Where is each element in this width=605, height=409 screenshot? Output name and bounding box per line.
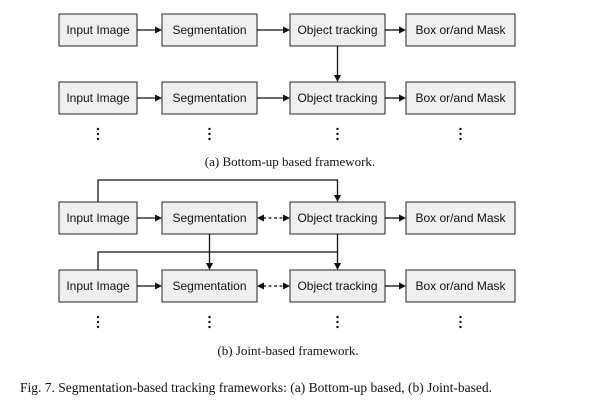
b-row2-arrowhead-3 — [399, 282, 406, 290]
a-row2-box-mask-box — [405, 81, 516, 115]
b-row2-input-image-label: Input Image — [66, 279, 130, 293]
b-row1-arrowhead-1 — [155, 214, 162, 222]
b-row2-dashed-arrowhead-right — [283, 282, 290, 290]
b-row1-dashed-arrowhead-right — [283, 214, 290, 222]
a-row1-segmentation-box — [161, 13, 258, 47]
a-row1-input-image-box — [58, 13, 138, 47]
b-row2-segmentation-label: Segmentation — [172, 279, 246, 293]
b-row2-box-mask-box — [405, 269, 516, 303]
a-row1-arrowhead-2 — [283, 26, 290, 34]
b-row1-object-tracking-box — [289, 201, 386, 235]
caption-a: (a) Bottom-up based framework. — [205, 154, 375, 169]
caption-b: (b) Joint-based framework. — [217, 343, 358, 358]
b-row1-object-tracking-label: Object tracking — [297, 211, 377, 225]
a-row2-input-image-label: Input Image — [66, 91, 130, 105]
a-row2-arrowhead-2 — [283, 94, 290, 102]
a-row2-object-tracking-label: Object tracking — [297, 91, 377, 105]
b-row2-segmentation-box — [161, 269, 258, 303]
a-row1-segmentation-label: Segmentation — [172, 23, 246, 37]
b-row1-arrowhead-3 — [399, 214, 406, 222]
a-row1-input-image-label: Input Image — [66, 23, 130, 37]
b-row1-dashed-arrowhead-left — [257, 214, 264, 222]
a-row1-arrowhead-1 — [155, 26, 162, 34]
a-row2-segmentation-label: Segmentation — [172, 91, 246, 105]
panel-a: Input Image Segmentation Object tracking… — [58, 13, 516, 169]
b-row1-segmentation-label: Segmentation — [172, 211, 246, 225]
a-vertical-arrowhead — [334, 75, 341, 82]
b-row2-input-image-box — [58, 269, 138, 303]
b-row2-object-tracking-box — [289, 269, 386, 303]
b-segmentation-vertical-arrowhead — [206, 263, 213, 270]
b-row2-box-mask-label: Box or/and Mask — [415, 279, 506, 293]
b-row1-box-mask-label: Box or/and Mask — [415, 211, 506, 225]
b-row1-input-image-box — [58, 201, 138, 235]
a-row1-arrowhead-3 — [399, 26, 406, 34]
b-row2-arrowhead-1 — [155, 282, 162, 290]
b-continuation-dots — [96, 315, 462, 329]
figure-caption: Fig. 7. Segmentation-based tracking fram… — [20, 380, 492, 395]
b-row1-input-image-label: Input Image — [66, 211, 130, 225]
a-row1-object-tracking-label: Object tracking — [297, 23, 377, 37]
b-row1-bypass-arrowhead — [334, 195, 341, 202]
a-continuation-dots — [96, 127, 462, 141]
a-row1-box-mask-box — [405, 13, 516, 47]
a-row2-arrowhead-1 — [155, 94, 162, 102]
b-row2-object-tracking-label: Object tracking — [297, 279, 377, 293]
b-row2-dashed-arrowhead-left — [257, 282, 264, 290]
b-row1-bypass-connector — [97, 179, 339, 202]
a-row2-arrowhead-3 — [399, 94, 406, 102]
a-row1-object-tracking-box — [289, 13, 386, 47]
a-row1-box-mask-label: Box or/and Mask — [415, 23, 506, 37]
b-tracking-vertical-arrowhead — [334, 263, 341, 270]
panel-b: Input Image Segmentation Object tracking… — [58, 179, 516, 358]
b-row2-bypass-connector — [97, 251, 338, 270]
b-row1-box-mask-box — [405, 201, 516, 235]
a-row2-box-mask-label: Box or/and Mask — [415, 91, 506, 105]
